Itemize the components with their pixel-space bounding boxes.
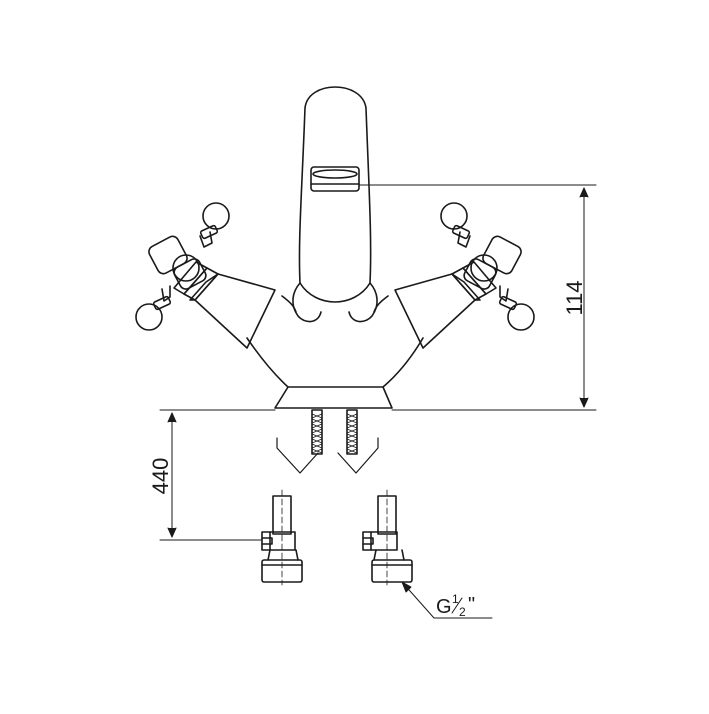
thread-label-suffix: " (468, 594, 475, 616)
hose-break-lines (276, 437, 379, 474)
thread-label-main: G (436, 596, 452, 618)
thread-size-label: G 1 2 " (436, 592, 475, 619)
faucet-body (246, 282, 424, 409)
spout (298, 86, 372, 284)
dimension-height-label: 114 (562, 280, 587, 315)
right-hose-fitting (362, 489, 413, 586)
dimension-height (359, 184, 597, 411)
thread-label-denominator: 2 (459, 605, 466, 619)
left-valve (173, 261, 276, 349)
right-valve (394, 261, 497, 349)
dimension-hose-label: 440 (148, 458, 173, 495)
thread-label-numerator: 1 (452, 592, 459, 606)
thread-leader (401, 581, 493, 619)
threaded-rods (311, 409, 358, 455)
dimension-hose (159, 409, 276, 541)
right-cross-handle (440, 202, 535, 331)
left-hose-fitting (261, 489, 303, 586)
left-cross-handle (135, 202, 230, 331)
